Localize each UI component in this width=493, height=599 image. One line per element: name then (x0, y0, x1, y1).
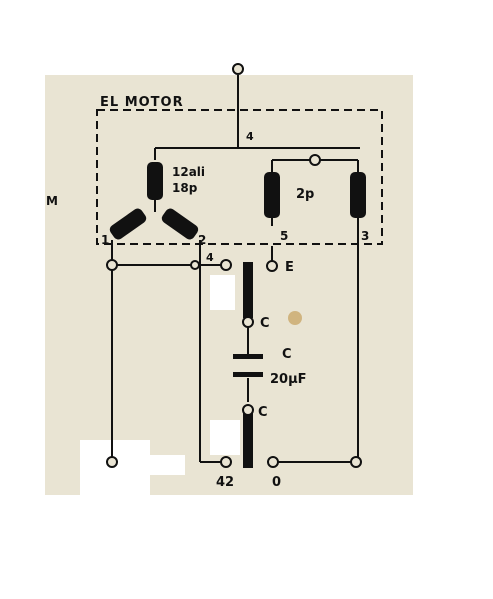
terminal-bottom-left (106, 456, 118, 468)
motor-boundary (96, 109, 383, 245)
terminal-row-mid (190, 260, 200, 270)
torn-patch (210, 275, 235, 310)
terminal-0-label: 0 (272, 475, 281, 490)
star-coil-label-2: 18p (172, 181, 198, 195)
earth-label: E (285, 260, 294, 275)
terminal-2-label: 2 (198, 233, 206, 247)
capacitor-plate (233, 354, 263, 359)
terminal-cap-lower (242, 404, 254, 416)
terminal-left-row (106, 259, 118, 271)
torn-patch (150, 455, 185, 475)
coils (109, 162, 366, 468)
terminal-bottom-right (350, 456, 362, 468)
terminal-top-label: 4 (246, 130, 254, 143)
star-top-coil (147, 162, 163, 200)
cap-lower-label: C (258, 405, 268, 420)
cap-upper-label: C (260, 316, 270, 331)
terminal-0 (267, 456, 279, 468)
star-left-coil (109, 208, 147, 240)
terminal-cap-upper (242, 316, 254, 328)
terminal-42 (220, 456, 232, 468)
terminal-42-label: 42 (216, 475, 234, 490)
coil-2p-label: 2p (296, 187, 314, 202)
coil-2p (264, 172, 280, 218)
junction-4-label: 4 (206, 251, 214, 264)
terminal-earth (266, 260, 278, 272)
terminal-3-label: 3 (361, 229, 369, 243)
torn-patch (210, 420, 240, 455)
terminal-4 (220, 259, 232, 271)
terminals (106, 63, 362, 468)
capacitor-plate (233, 372, 263, 377)
terminal-5-label: 5 (280, 229, 288, 243)
torn-patch (80, 440, 150, 495)
terminal-1-label: 1 (101, 233, 109, 247)
lead-lower (243, 410, 253, 468)
capacitor-label: C (282, 347, 292, 362)
star-coil-label-1: 12ali (172, 165, 205, 179)
margin-mark: M (46, 194, 58, 208)
box-title: EL MOTOR (100, 95, 184, 110)
terminal-junction (309, 154, 321, 166)
stain (288, 311, 302, 325)
star-right-coil (161, 208, 199, 240)
coil-right (350, 172, 366, 218)
capacitor-value: 20μF (270, 372, 307, 387)
wiring (111, 75, 360, 463)
lead-upper (243, 262, 253, 318)
terminal-top (232, 63, 244, 75)
